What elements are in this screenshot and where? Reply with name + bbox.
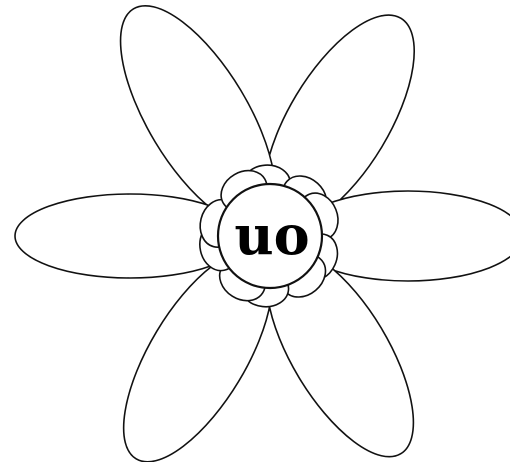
- center-label: uo: [234, 203, 309, 267]
